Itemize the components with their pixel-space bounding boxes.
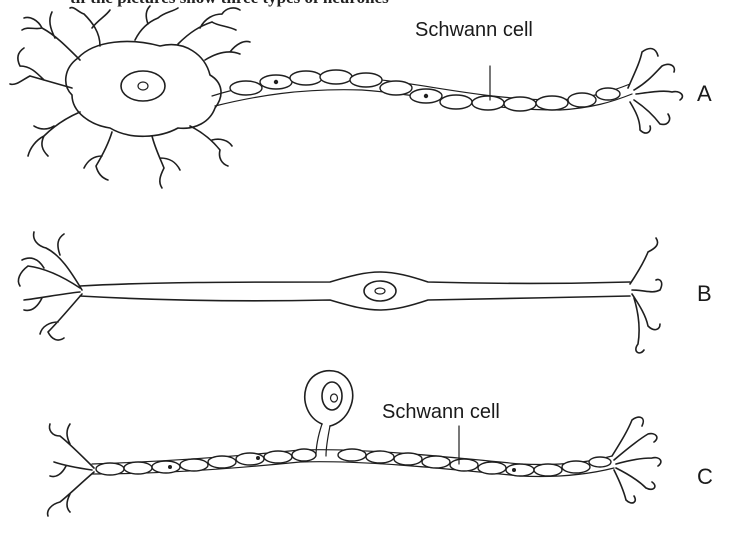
neurone-c-nucleus <box>322 382 342 410</box>
schwann-cell-label-c: Schwann cell <box>382 401 500 423</box>
neurone-a-dendrites <box>10 6 250 188</box>
neurone-a-axon-terminals <box>628 49 682 133</box>
neurone-c-nucleolus <box>331 394 338 402</box>
neurone-c: Schwann cell C <box>48 371 713 516</box>
neurone-c-terminals-right <box>612 417 661 503</box>
neurone-label-c: C <box>697 464 713 489</box>
neurone-a-nucleus <box>121 71 165 101</box>
neurone-a-cell-body <box>66 42 221 137</box>
neurone-label-a: A <box>697 81 712 106</box>
neurone-b-nucleus <box>364 281 396 301</box>
neurone-b-nucleolus <box>375 288 385 294</box>
neurone-c-cell-body <box>305 371 353 426</box>
neurone-a-myelin-sheath <box>230 70 620 111</box>
neurone-a: Schwann cell A <box>10 6 712 188</box>
neurone-b: B <box>18 232 711 353</box>
neurone-b-axon-upper <box>80 272 630 286</box>
neurone-c-stalk <box>316 424 330 456</box>
schwann-cell-label-a: Schwann cell <box>415 19 533 41</box>
neurone-b-dendrites-left <box>18 232 82 340</box>
neurone-a-nucleolus <box>138 82 148 90</box>
neurone-c-dendrites-left <box>48 424 94 516</box>
neurone-label-b: B <box>697 281 712 306</box>
neurone-b-axon-lower <box>80 296 630 310</box>
neurone-b-terminals-right <box>630 238 662 353</box>
